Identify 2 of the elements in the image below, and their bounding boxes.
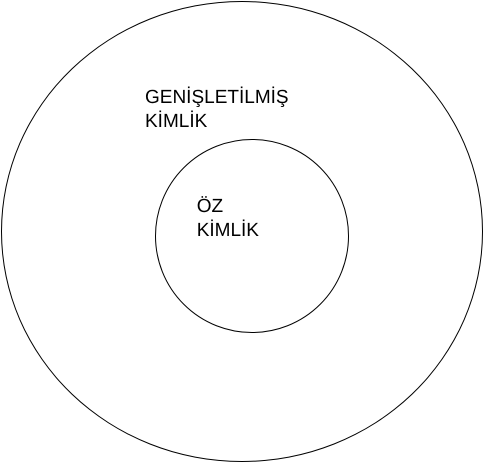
circle-label: ÖZ KİMLİK: [196, 194, 260, 243]
circle-label: GENİŞLETİLMİŞ KİMLİK: [145, 86, 290, 134]
